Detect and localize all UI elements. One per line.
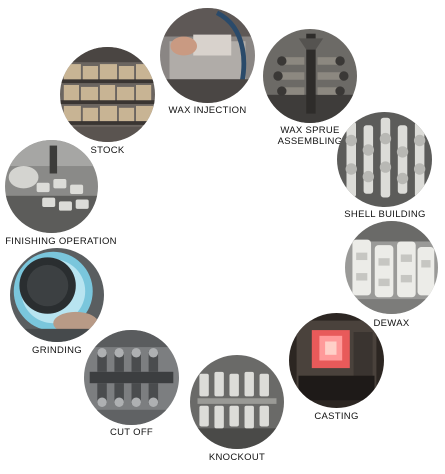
step-wax-sprue-assembling: WAX SPRUE ASSEMBLING bbox=[0, 0, 357, 147]
step-label: FINISHING OPERATION bbox=[5, 236, 117, 247]
step-casting: CASTING bbox=[0, 0, 384, 422]
wax-injection-photo bbox=[160, 8, 255, 103]
grinding-photo bbox=[10, 248, 104, 342]
step-stock: STOCK bbox=[0, 0, 155, 156]
step-label: GRINDING bbox=[32, 345, 82, 356]
shell-building-photo bbox=[337, 112, 432, 207]
step-label: CUT OFF bbox=[109, 427, 154, 438]
step-label: DEWAX bbox=[373, 318, 410, 329]
step-label: SHELL BUILDING bbox=[344, 209, 426, 220]
casting-photo bbox=[289, 313, 384, 408]
dewax-photo bbox=[345, 221, 438, 314]
knockout-photo bbox=[190, 355, 284, 449]
stock-photo bbox=[60, 47, 155, 142]
step-label: STOCK bbox=[90, 145, 125, 156]
step-grinding: GRINDING bbox=[0, 0, 104, 356]
step-label: WAX INJECTION bbox=[168, 105, 247, 116]
step-label: WAX SPRUE ASSEMBLING bbox=[277, 125, 343, 147]
wax-sprue-photo bbox=[263, 29, 357, 123]
step-label: KNOCKOUT bbox=[208, 452, 266, 463]
step-label: CASTING bbox=[314, 411, 359, 422]
step-shell-building: SHELL BUILDING bbox=[0, 0, 432, 220]
